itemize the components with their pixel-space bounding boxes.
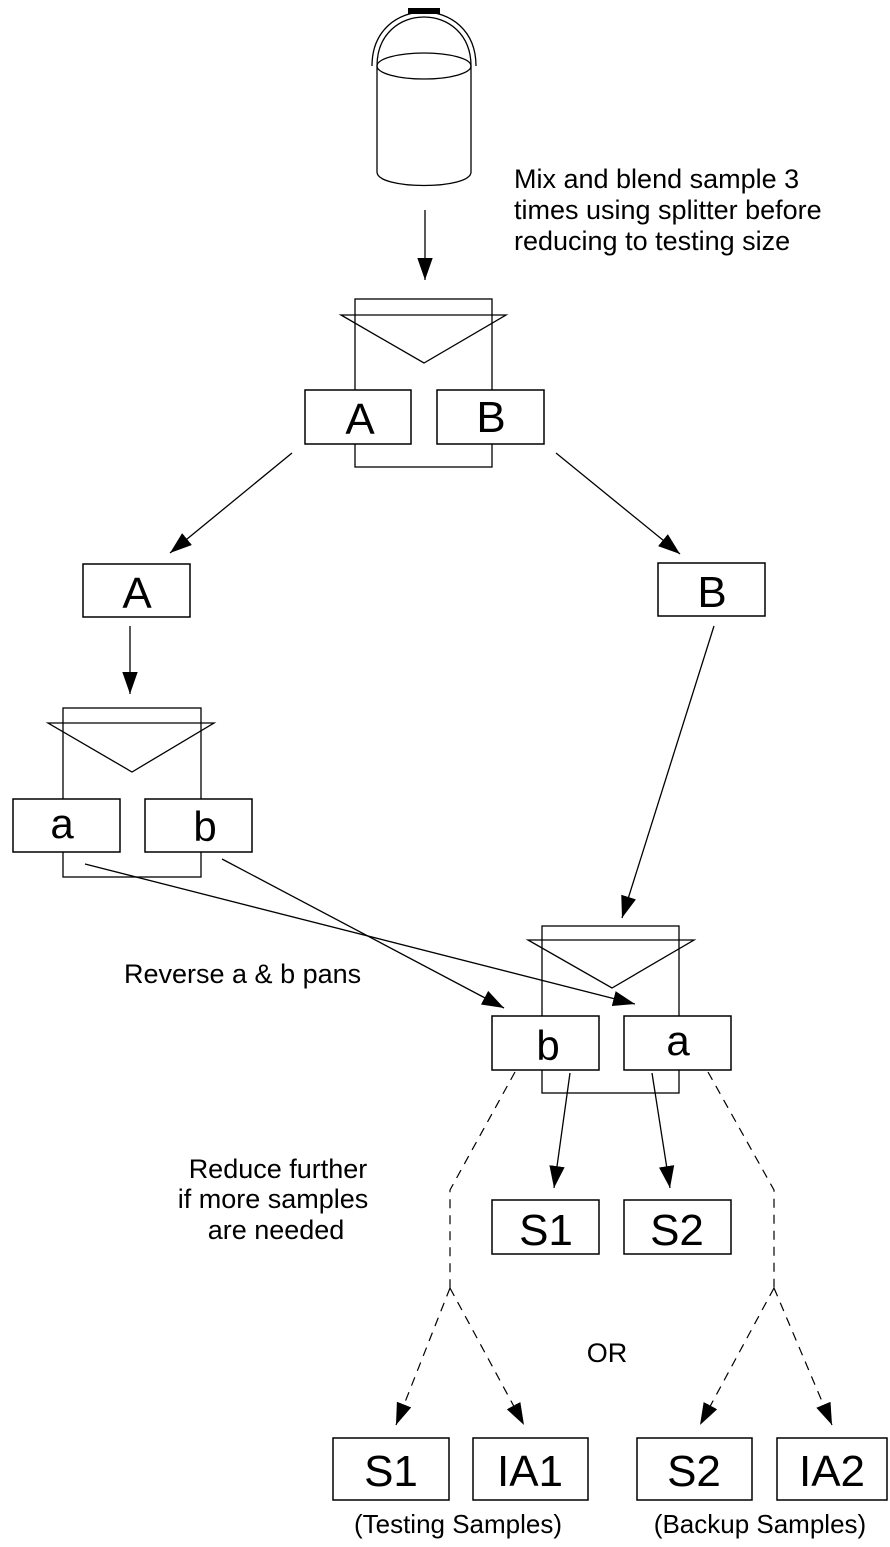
splitter-2: a b (12, 707, 253, 878)
reduce-note-line2: if more samples (178, 1184, 369, 1214)
arrow-b-to-splitter3 (621, 625, 715, 919)
reverse-pans-note: Reverse a & b pans (124, 959, 361, 989)
splitter1-pan-b: B (476, 393, 505, 442)
splitter2-pan-b: b (193, 803, 216, 850)
mix-note-line3: reducing to testing size (514, 226, 790, 256)
splitter3-pan-b: b (536, 1022, 559, 1069)
sample-bucket-icon (371, 8, 477, 187)
arrow-to-a (169, 452, 293, 554)
output-s2: S2 (650, 1206, 704, 1255)
splitter3-pan-a: a (666, 1017, 690, 1064)
splitter2-pan-a: a (50, 800, 74, 847)
or-label: OR (587, 1338, 628, 1368)
splitter-1: A B (304, 298, 545, 468)
level1-b: B (697, 568, 726, 617)
testing-samples-caption: (Testing Samples) (354, 1509, 562, 1539)
arrow-to-s2 (651, 1072, 675, 1189)
reduce-note-line3: are needed (208, 1215, 345, 1245)
reduction-paths (395, 1071, 833, 1426)
splitter1-pan-a: A (345, 395, 375, 444)
arrow-a-to-right-pan (84, 863, 636, 1007)
arrow-to-b (555, 452, 681, 555)
final-ia1: IA1 (497, 1447, 563, 1496)
final-s2: S2 (667, 1447, 721, 1496)
reduce-note-line1: Reduce further (189, 1154, 368, 1184)
final-s1: S1 (364, 1447, 418, 1496)
mix-note-line1: Mix and blend sample 3 (514, 164, 799, 194)
arrow-to-s1 (549, 1072, 571, 1189)
output-s1: S1 (519, 1206, 573, 1255)
mix-note-line2: times using splitter before (514, 195, 822, 225)
backup-samples-caption: (Backup Samples) (654, 1509, 866, 1539)
splitter-3: b a (491, 925, 732, 1094)
level1-a: A (122, 569, 152, 618)
final-ia2: IA2 (799, 1447, 865, 1496)
arrow-b-to-left-pan (221, 858, 505, 1009)
